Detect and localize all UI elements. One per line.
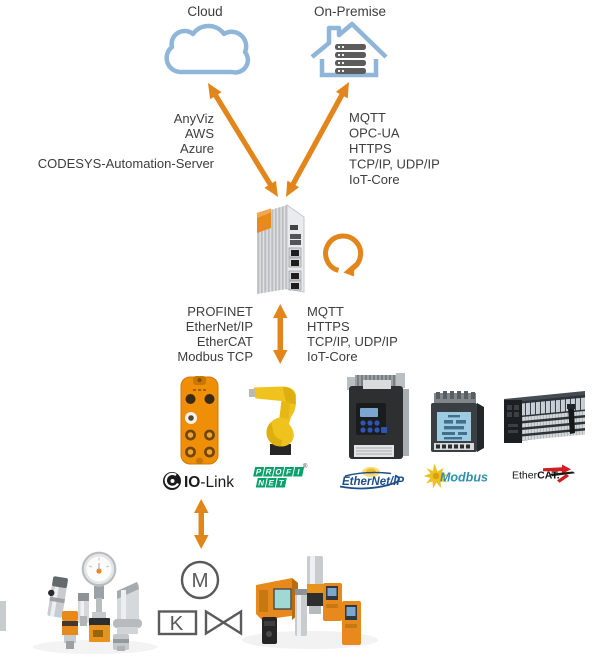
svg-text:Cloud: Cloud	[187, 4, 222, 19]
svg-text:HTTPS: HTTPS	[349, 141, 392, 156]
svg-text:TCP/IP, UDP/IP: TCP/IP, UDP/IP	[349, 157, 440, 172]
svg-text:MQTT: MQTT	[307, 304, 344, 319]
svg-text:TCP/IP, UDP/IP: TCP/IP, UDP/IP	[307, 334, 398, 349]
svg-text:T: T	[278, 479, 285, 488]
svg-text:AnyViz: AnyViz	[174, 111, 214, 126]
svg-text:EtherCAT.: EtherCAT.	[512, 470, 560, 482]
svg-text:IO-Link: IO-Link	[184, 474, 234, 491]
svg-text:K: K	[170, 612, 184, 635]
svg-text:M: M	[191, 569, 208, 592]
svg-text:P: P	[255, 468, 263, 477]
svg-text:N: N	[257, 479, 265, 488]
svg-text:MQTT: MQTT	[349, 110, 386, 125]
svg-text:Modbus: Modbus	[440, 471, 488, 485]
svg-text:IoT-Core: IoT-Core	[307, 349, 358, 364]
svg-text:EtherNet/IP: EtherNet/IP	[186, 319, 253, 334]
svg-text:F: F	[285, 468, 292, 477]
svg-text:R: R	[265, 468, 273, 477]
svg-text:HTTPS: HTTPS	[307, 319, 350, 334]
svg-text:O: O	[275, 468, 283, 477]
svg-text:EtherCAT: EtherCAT	[197, 334, 253, 349]
svg-text:PROFINET: PROFINET	[187, 304, 253, 319]
svg-text:I: I	[297, 468, 301, 477]
svg-text:AWS: AWS	[185, 126, 214, 141]
svg-text:EtherNet/IP: EtherNet/IP	[342, 476, 404, 488]
svg-text:Azure: Azure	[180, 141, 214, 156]
svg-text:E: E	[268, 479, 276, 488]
svg-text:IoT-Core: IoT-Core	[349, 172, 400, 187]
svg-text:®: ®	[303, 463, 308, 470]
svg-text:Modbus TCP: Modbus TCP	[177, 349, 253, 364]
svg-text:CODESYS-Automation-Server: CODESYS-Automation-Server	[38, 156, 215, 171]
svg-text:On-Premise: On-Premise	[314, 4, 386, 19]
svg-text:OPC-UA: OPC-UA	[349, 126, 400, 141]
